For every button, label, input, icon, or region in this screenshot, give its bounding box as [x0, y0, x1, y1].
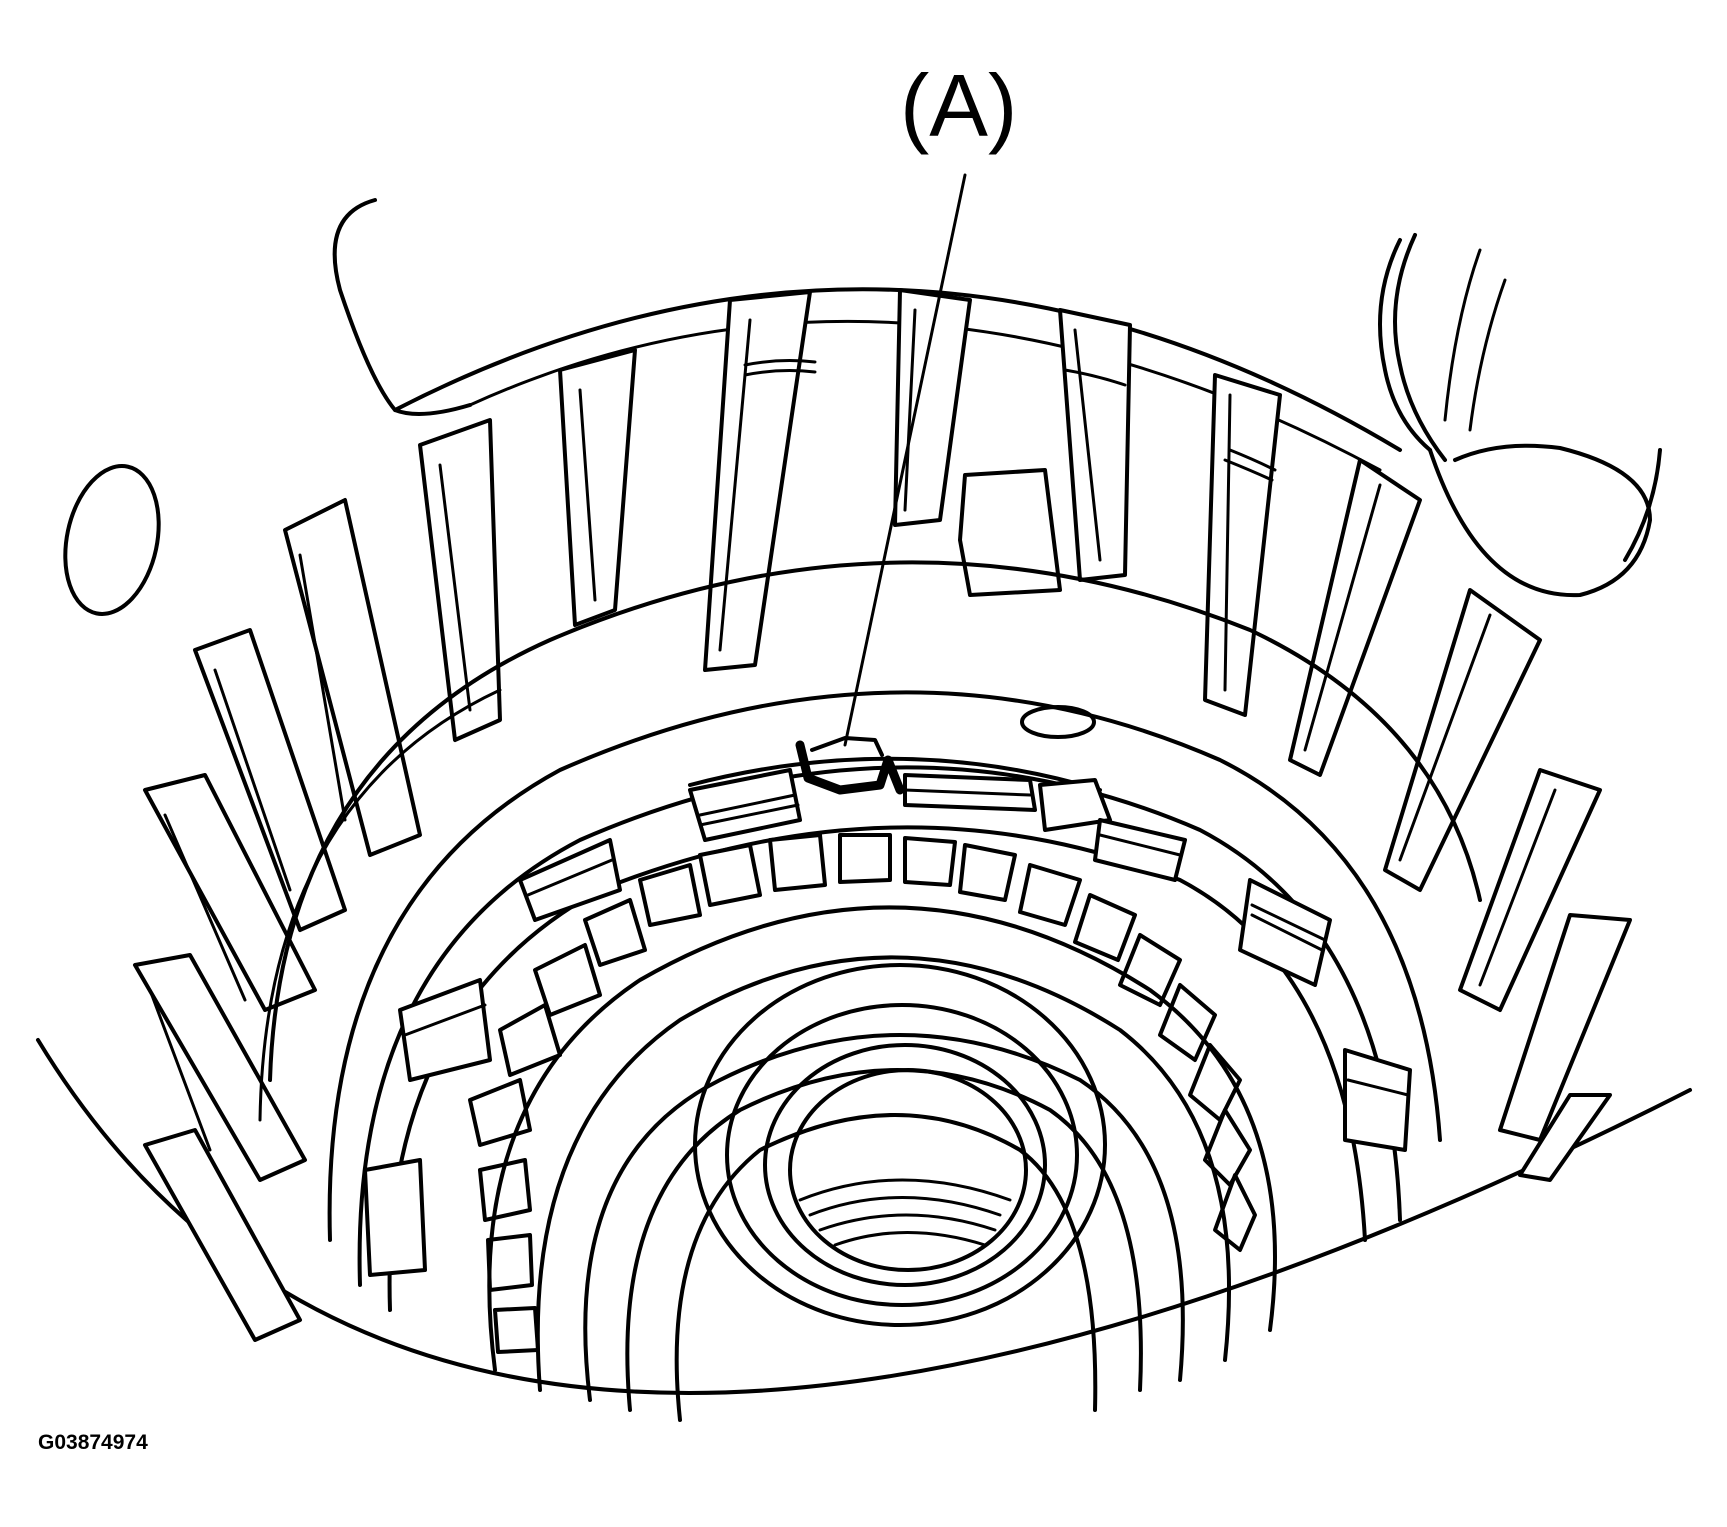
hand-finger-2	[1393, 233, 1447, 462]
snap-ring-clip-A	[795, 740, 905, 795]
housing-outer-rim	[36, 1038, 1692, 1395]
hand-edge	[1623, 448, 1662, 562]
hand-palm	[1428, 443, 1652, 598]
drum-ring-2	[258, 688, 502, 1122]
center-shaft-rings	[583, 963, 1185, 1422]
tooth-detail-lines	[148, 308, 1557, 1152]
figure-id: G03874974	[38, 1431, 148, 1454]
housing-oval-hole	[63, 464, 161, 616]
ledge-oval-hole	[1020, 705, 1096, 739]
callout-label-a: (A)	[900, 56, 1018, 155]
center-top-block	[958, 468, 1062, 597]
center-bore-steps	[798, 1178, 1012, 1247]
callout-leader-line	[843, 173, 967, 747]
hub-ring-outer	[487, 905, 1277, 1372]
housing-top-edge-left	[332, 198, 472, 416]
hand-finger-1	[1378, 238, 1432, 452]
hand-finger-3	[1443, 248, 1482, 422]
hand-finger-4	[1468, 278, 1507, 432]
drum-ring-3	[327, 690, 1442, 1242]
snap-ring-clip-A-inner	[810, 736, 884, 757]
outer-spline-teeth	[133, 288, 1632, 1342]
hub-spline-teeth	[468, 833, 1257, 1354]
drum-ring-1	[268, 560, 1482, 1082]
retainer-ring	[688, 756, 1102, 792]
clutch-plate-lug-lines	[403, 788, 1410, 1097]
hub-ring-inner	[535, 955, 1232, 1392]
